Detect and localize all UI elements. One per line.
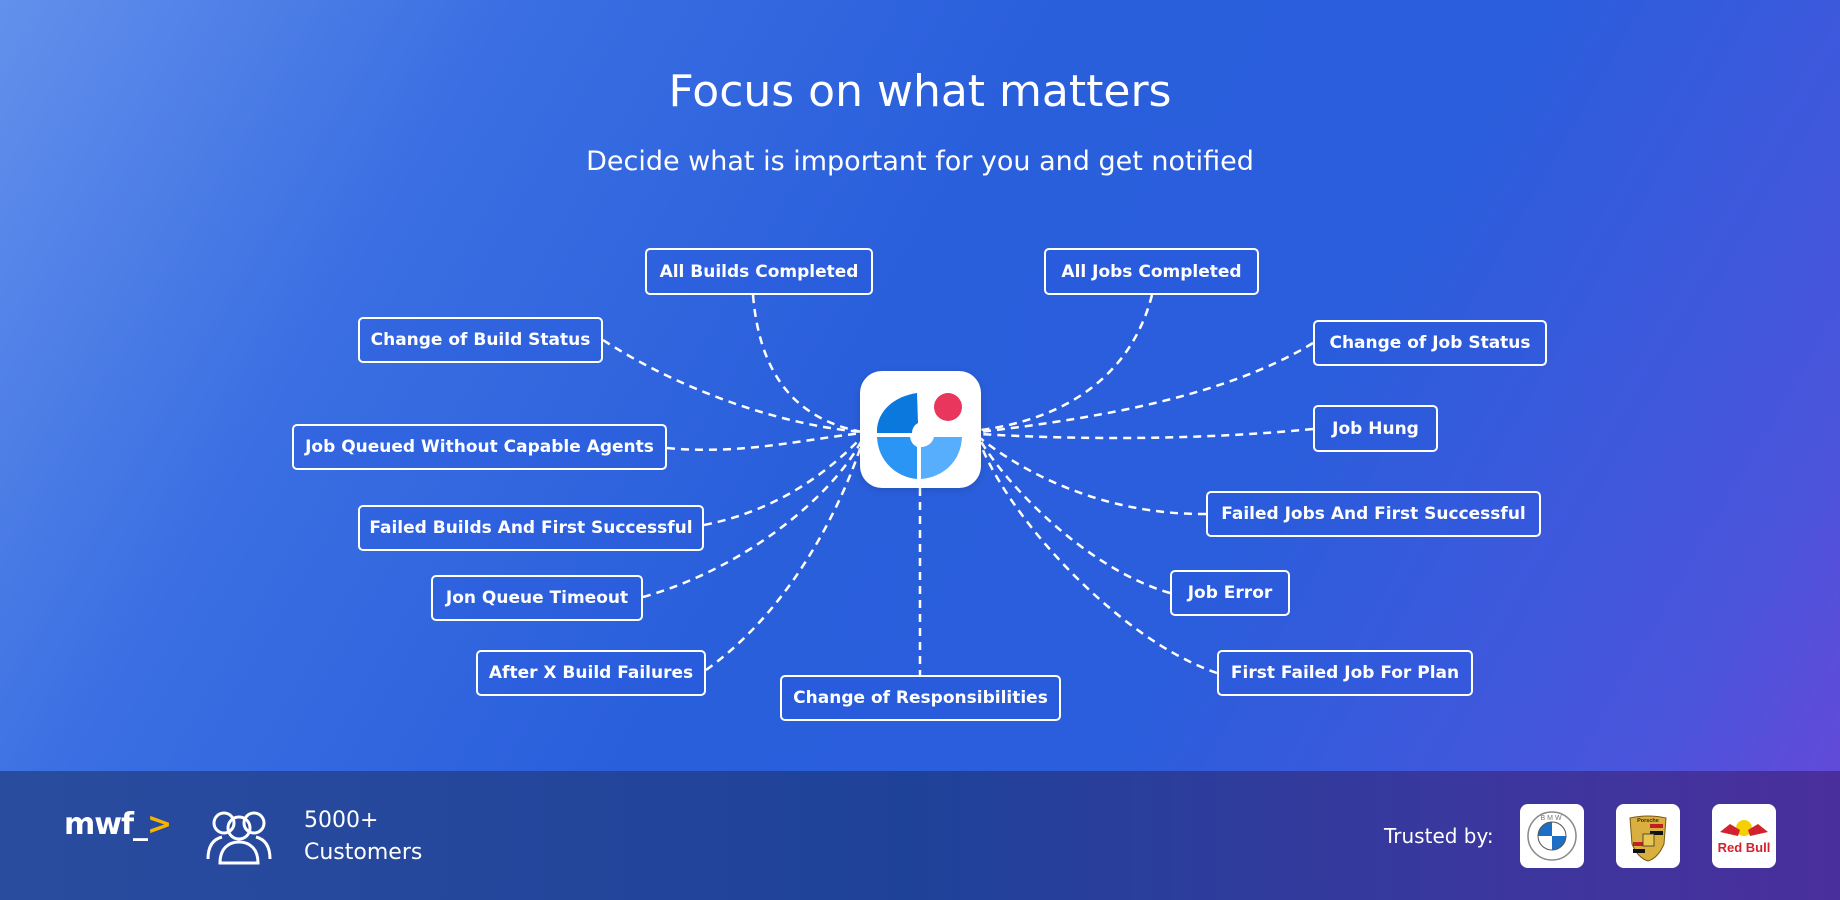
customer-count: 5000+ Customers <box>304 808 423 865</box>
event-job-queued-without-capable-agents[interactable]: Job Queued Without Capable Agents <box>292 424 667 470</box>
connector <box>979 341 1314 434</box>
connector <box>602 338 863 434</box>
connector <box>978 439 1171 595</box>
connector <box>705 442 864 672</box>
event-job-hung[interactable]: Job Hung <box>1313 405 1438 452</box>
page-subtitle: Decide what is important for you and get… <box>586 146 1254 177</box>
event-failed-builds-and-first-successful[interactable]: Failed Builds And First Successful <box>358 505 704 551</box>
connector <box>979 294 1154 432</box>
event-change-of-build-status[interactable]: Change of Build Status <box>358 317 603 363</box>
red-bull-logo-text: Red Bull <box>1718 840 1771 855</box>
red-bull-logo: Red Bull <box>1712 804 1776 868</box>
event-all-builds-completed[interactable]: All Builds Completed <box>645 248 873 295</box>
porsche-logo: Porsche <box>1616 804 1680 868</box>
event-change-of-job-status[interactable]: Change of Job Status <box>1313 320 1547 366</box>
footer: mwf_> 5000+ Customers Trusted by: BMW Po… <box>0 771 1840 900</box>
page-title: Focus on what matters <box>668 66 1172 117</box>
event-all-jobs-completed[interactable]: All Jobs Completed <box>1044 248 1259 295</box>
connector <box>979 437 1207 516</box>
connector <box>751 294 863 434</box>
event-job-error[interactable]: Job Error <box>1170 570 1290 616</box>
connector <box>666 431 863 452</box>
mwf-logo: mwf_> <box>64 807 172 842</box>
bmw-logo: BMW <box>1520 804 1584 868</box>
customers-icon <box>206 811 272 865</box>
app-logo <box>860 371 981 488</box>
event-after-x-build-failures[interactable]: After X Build Failures <box>476 650 706 696</box>
hero-section: Focus on what matters Decide what is imp… <box>0 0 1840 771</box>
event-first-failed-job-for-plan[interactable]: First Failed Job For Plan <box>1217 650 1473 696</box>
event-change-of-responsibilities[interactable]: Change of Responsibilities <box>780 675 1061 721</box>
app-logo-icon <box>876 393 962 479</box>
bmw-logo-text: BMW <box>1540 815 1563 822</box>
connector <box>979 427 1314 440</box>
trusted-by-label: Trusted by: <box>1384 824 1494 848</box>
event-job-queue-timeout[interactable]: Jon Queue Timeout <box>431 575 643 621</box>
event-failed-jobs-and-first-successful[interactable]: Failed Jobs And First Successful <box>1206 491 1541 537</box>
connector-lines <box>0 0 1840 771</box>
connector <box>703 436 863 527</box>
connector <box>978 442 1218 675</box>
porsche-logo-text: Porsche <box>1637 818 1659 824</box>
